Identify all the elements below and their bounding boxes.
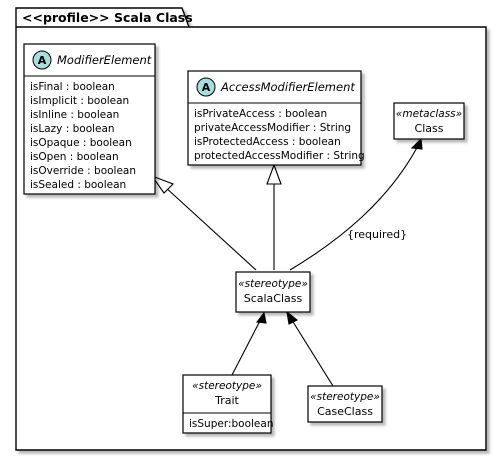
attribute: isPrivateAccess : boolean xyxy=(194,108,327,120)
caseclass-line xyxy=(289,316,334,387)
abstract-badge-icon: A xyxy=(196,77,216,97)
attribute: isOpaque : boolean xyxy=(30,137,132,149)
trait-line xyxy=(231,316,263,376)
generalization-arrowhead-access xyxy=(266,163,282,185)
attribute: privateAccessModifier : String xyxy=(194,122,351,134)
class-scala-class[interactable]: «stereotype» ScalaClass xyxy=(235,271,311,313)
class-name-modifier-element: ModifierElement xyxy=(57,53,152,67)
extension-label: {required} xyxy=(347,228,407,241)
class-name-scala-class: ScalaClass xyxy=(244,292,303,305)
generalization-arrowhead-modifier xyxy=(150,174,174,194)
class-case-class[interactable]: «stereotype» CaseClass xyxy=(307,385,383,423)
class-name-access-modifier-element: AccessModifierElement xyxy=(220,80,355,94)
extension-arrowhead xyxy=(410,137,423,150)
attribute: isLazy : boolean xyxy=(30,123,115,135)
stereotype-label: «metaclass» xyxy=(396,108,462,120)
relations xyxy=(150,137,423,387)
attribute: isProtectedAccess : boolean xyxy=(194,136,341,148)
trait-arrowhead xyxy=(255,311,267,324)
attribute: isSealed : boolean xyxy=(30,179,126,191)
abstract-badge-icon: A xyxy=(32,50,52,70)
badge-letter: A xyxy=(38,54,47,67)
extension-line xyxy=(289,141,421,271)
attribute: isInline : boolean xyxy=(30,109,119,121)
stereotype-label: «stereotype» xyxy=(310,391,380,403)
generalization-line-modifier xyxy=(163,185,257,271)
caseclass-arrowhead xyxy=(286,310,299,325)
class-name-class: Class xyxy=(415,122,444,135)
package-title: <<profile>> Scala Class xyxy=(22,10,193,25)
class-metaclass[interactable]: «metaclass» Class xyxy=(393,102,465,140)
attribute: isFinal : boolean xyxy=(30,81,115,93)
badge-letter: A xyxy=(202,81,211,94)
attribute: isSuper:boolean xyxy=(189,418,273,430)
class-access-modifier-element[interactable]: A AccessModifierElement isPrivateAccess … xyxy=(187,70,365,166)
class-name-case-class: CaseClass xyxy=(317,405,373,418)
attribute: isOverride : boolean xyxy=(30,165,136,177)
class-name-trait: Trait xyxy=(214,394,239,407)
stereotype-label: «stereotype» xyxy=(192,380,262,392)
stereotype-label: «stereotype» xyxy=(238,278,308,290)
attribute: isOpen : boolean xyxy=(30,151,119,163)
class-modifier-element[interactable]: A ModifierElement isFinal : boolean isIm… xyxy=(23,43,156,195)
attribute: isImplicit : boolean xyxy=(30,95,129,107)
attribute: protectedAccessModifier : String xyxy=(194,150,365,162)
class-trait[interactable]: «stereotype» Trait isSuper:boolean xyxy=(182,374,273,434)
